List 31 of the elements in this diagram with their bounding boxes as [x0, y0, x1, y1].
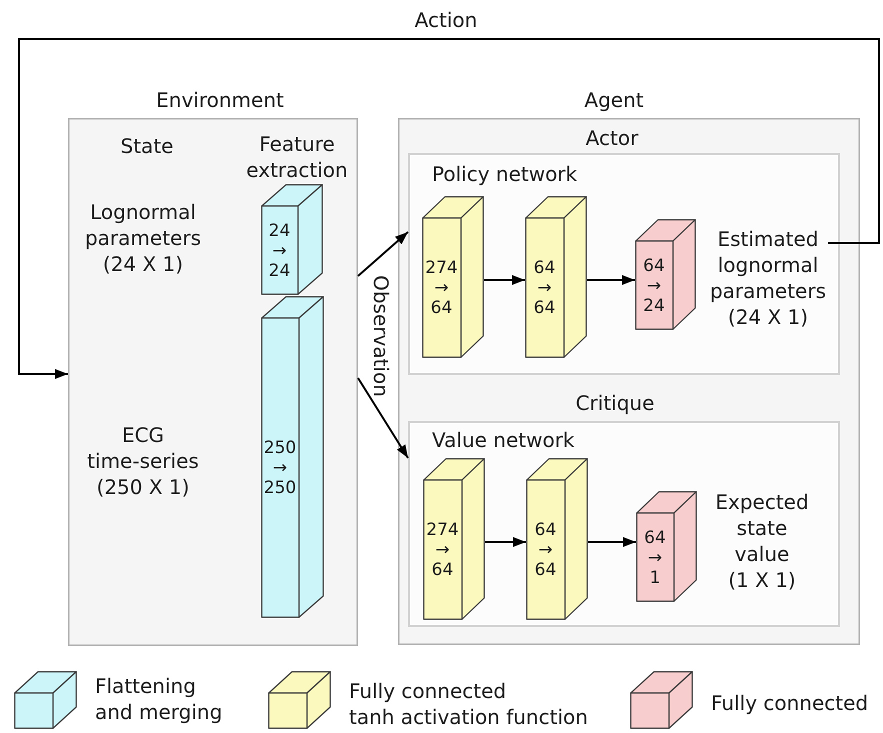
panel-title: Environment: [156, 87, 284, 113]
layer-size-label: 64 → 64: [534, 258, 556, 318]
layer-size-label: 274 → 64: [425, 258, 458, 318]
arrow: [18, 38, 880, 379]
panel-title: Critique: [576, 390, 654, 416]
legend-label: Fully connected: [711, 690, 868, 716]
arrow: [484, 275, 525, 285]
legend-label: Flattening and merging: [95, 673, 224, 725]
layer-size-label: 64 → 64: [534, 520, 556, 580]
arrow: [588, 537, 636, 547]
panel-title: Agent: [584, 87, 644, 113]
panel-title: Actor: [586, 125, 638, 151]
legend-label: Fully connected tanh activation function: [349, 678, 588, 730]
arrow: [485, 537, 526, 547]
arrow: [357, 377, 409, 459]
layer-size-label: 64 → 1: [644, 528, 666, 588]
output-description: Expected state value (1 X 1): [714, 489, 810, 593]
arrow: [587, 275, 635, 285]
column-heading: State: [120, 133, 174, 159]
layer-size-label: 274 → 64: [426, 520, 459, 580]
input-label: ECG time-series (250 X 1): [86, 422, 200, 500]
flow-label: Observation: [368, 275, 394, 397]
layer-size-label: 250 → 250: [264, 438, 296, 498]
column-heading: Feature extraction: [245, 131, 349, 183]
input-label: Lognormal parameters (24 X 1): [84, 199, 202, 277]
panel-subtitle: Policy network: [432, 161, 578, 187]
arrow: [357, 231, 409, 277]
layer-size-label: 64 → 24: [643, 256, 665, 316]
layer-size-label: 24 → 24: [268, 220, 290, 280]
output-description: Estimated lognormal parameters (24 X 1): [708, 226, 828, 330]
panel-subtitle: Value network: [432, 427, 574, 453]
